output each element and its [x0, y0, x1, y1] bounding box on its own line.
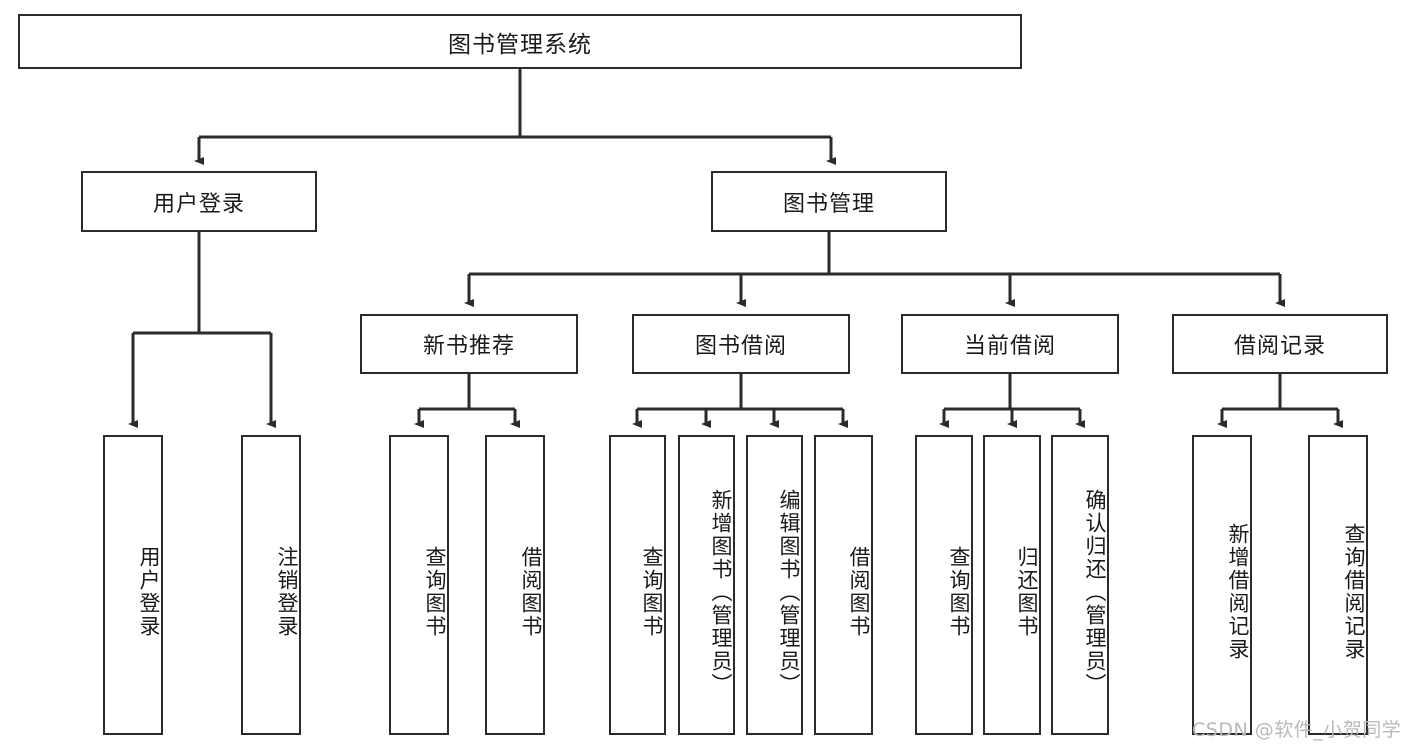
node-root[interactable]: 图书管理系统 — [18, 14, 1022, 69]
node-new-book-recommend[interactable]: 新书推荐 — [360, 314, 578, 374]
node-query-book-current-label: 查询图书 — [947, 546, 971, 638]
node-add-book-admin-label: 新增图书（管理员） — [709, 488, 733, 696]
node-query-book-recommend[interactable]: 查询图书 — [389, 435, 449, 735]
node-confirm-return-admin[interactable]: 确认归还（管理员） — [1051, 435, 1109, 735]
node-add-book-admin[interactable]: 新增图书（管理员） — [678, 435, 735, 735]
node-user-login-leaf-label: 用户登录 — [137, 546, 161, 638]
node-borrow-book-recommend-label: 借阅图书 — [519, 546, 543, 638]
node-borrow-record-label: 借阅记录 — [1233, 334, 1326, 359]
node-current-borrow[interactable]: 当前借阅 — [901, 314, 1119, 374]
node-query-book-current[interactable]: 查询图书 — [915, 435, 973, 735]
node-edit-book-admin-label: 编辑图书（管理员） — [777, 488, 801, 696]
node-new-book-recommend-label: 新书推荐 — [422, 334, 515, 359]
node-query-book-borrow-label: 查询图书 — [640, 546, 664, 638]
node-borrow-book-recommend[interactable]: 借阅图书 — [485, 435, 545, 735]
node-query-borrow-record-label: 查询借阅记录 — [1342, 523, 1366, 661]
node-borrow-book-borrow-label: 借阅图书 — [847, 546, 871, 638]
node-user-login-label: 用户登录 — [152, 191, 245, 217]
node-logout-leaf-label: 注销登录 — [275, 546, 299, 638]
node-query-book-borrow[interactable]: 查询图书 — [609, 435, 666, 735]
watermark: CSDN @软件_小贺同学 — [1192, 719, 1402, 741]
node-book-borrow[interactable]: 图书借阅 — [632, 314, 850, 374]
node-confirm-return-admin-label: 确认归还（管理员） — [1083, 488, 1107, 696]
node-borrow-record[interactable]: 借阅记录 — [1172, 314, 1388, 374]
node-query-book-recommend-label: 查询图书 — [423, 546, 447, 638]
node-query-borrow-record[interactable]: 查询借阅记录 — [1308, 435, 1368, 735]
node-book-management[interactable]: 图书管理 — [711, 171, 947, 232]
node-edit-book-admin[interactable]: 编辑图书（管理员） — [746, 435, 803, 735]
node-add-borrow-record-label: 新增借阅记录 — [1226, 523, 1250, 661]
node-book-borrow-label: 图书借阅 — [694, 334, 787, 359]
node-book-management-label: 图书管理 — [782, 191, 875, 217]
node-user-login[interactable]: 用户登录 — [81, 171, 317, 232]
node-current-borrow-label: 当前借阅 — [963, 334, 1056, 359]
node-logout-leaf[interactable]: 注销登录 — [241, 435, 301, 735]
node-return-book[interactable]: 归还图书 — [983, 435, 1041, 735]
node-root-label: 图书管理系统 — [448, 31, 592, 58]
node-borrow-book-borrow[interactable]: 借阅图书 — [814, 435, 873, 735]
node-return-book-label: 归还图书 — [1015, 546, 1039, 638]
node-user-login-leaf[interactable]: 用户登录 — [103, 435, 163, 735]
node-add-borrow-record[interactable]: 新增借阅记录 — [1192, 435, 1252, 735]
